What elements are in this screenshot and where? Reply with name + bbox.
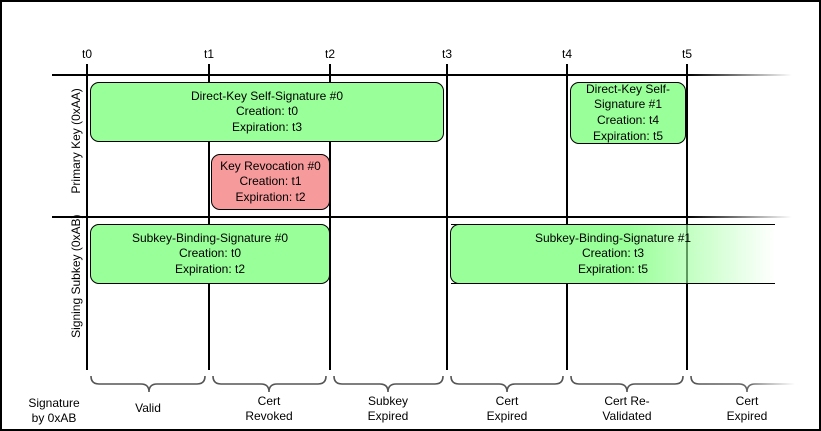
signature-expiration: Expiration: t5 [592,128,664,143]
period-label-line1: Cert Re- [604,394,650,408]
signature-box-key-revocation-0[interactable]: Key Revocation #0 Creation: t1 Expiratio… [211,154,330,210]
bracket-cert-revoked [212,375,327,393]
footer-axis-label: Signature by 0xAB [16,396,92,426]
tick-label-t4: t4 [561,47,573,61]
signature-creation: Creation: t3 [581,246,645,261]
axis-line-signing-subkey [52,216,792,218]
signature-title: Direct-Key Self-Signature #0 [190,88,344,103]
signature-box-subkey-binding-signature-1[interactable]: Subkey-Binding-Signature #1 Creation: t3… [450,223,775,285]
row-label-primary-key-line2: (0xAA) [69,88,84,125]
tick-label-t1: t1 [203,47,215,61]
tick-label-t3: t3 [441,47,453,61]
row-label-signing-subkey: Signing Subkey (0xAB) [69,214,84,338]
period-label-subkey-expired: Subkey Expired [368,394,409,424]
row-label-primary-key-line1: Primary Key [69,128,84,194]
bracket-cert-expired-2 [690,375,795,393]
signature-creation: Creation: t4 [596,113,660,127]
signature-box-direct-key-self-signature-0[interactable]: Direct-Key Self-Signature #0 Creation: t… [90,82,444,142]
period-label-valid: Valid [135,401,161,416]
period-label-cert-revalidated: Cert Re- Validated [602,394,651,424]
period-label-line2: Validated [602,409,652,423]
signature-creation: Creation: t1 [239,174,302,189]
period-label-line1: Subkey [367,394,409,408]
signature-expiration: Expiration: t2 [235,189,306,204]
period-label-line2: Expired [367,409,409,423]
bracket-valid [90,375,206,393]
period-label-line1: Cert [257,394,281,408]
signature-title: Subkey-Binding-Signature #0 [131,230,289,245]
signature-expiration: Expiration: t2 [174,261,246,276]
signature-title: Subkey-Binding-Signature #1 [534,230,692,245]
bracket-cert-expired-1 [450,375,564,393]
period-label-cert-revoked: Cert Revoked [245,394,292,424]
period-label-cert-expired-1: Cert Expired [487,394,528,424]
axis-line-primary-key [52,74,792,76]
period-label-line1: Cert [495,394,519,408]
row-label-signing-subkey-line1: Signing Subkey [69,254,84,338]
signature-title-line2: Signature #1 [593,97,663,112]
signature-box-direct-key-self-signature-1[interactable]: Direct-Key Self- Signature #1 Creation: … [570,82,686,144]
signature-title-line1: Direct-Key Self- [585,81,671,96]
tick-label-t5: t5 [681,47,693,61]
row-label-primary-key: Primary Key (0xAA) [69,86,84,196]
period-label-line2: Expired [726,409,768,423]
bracket-subkey-expired [333,375,444,393]
tick-label-t2: t2 [324,47,336,61]
period-label-line1: Valid [135,401,161,415]
period-label-line1: Cert [735,394,759,408]
row-label-signing-subkey-line2: (0xAB) [69,214,84,252]
signature-title: Key Revocation #0 [220,158,321,173]
footer-axis-label-line1: Signature [28,396,80,410]
signature-creation: Creation: t0 [235,104,299,119]
tick-label-t0: t0 [81,47,93,61]
period-label-cert-expired-2: Cert Expired [727,394,768,424]
period-label-line2: Expired [486,409,528,423]
footer-axis-label-line2: by 0xAB [31,411,77,425]
signature-expiration: Expiration: t5 [577,261,649,276]
signature-expiration: Expiration: t3 [231,119,303,134]
period-label-line2: Revoked [245,409,293,423]
signature-creation: Creation: t0 [178,246,242,261]
signature-box-subkey-binding-signature-0[interactable]: Subkey-Binding-Signature #0 Creation: t0… [90,224,330,284]
bracket-cert-revalidated [570,375,684,393]
